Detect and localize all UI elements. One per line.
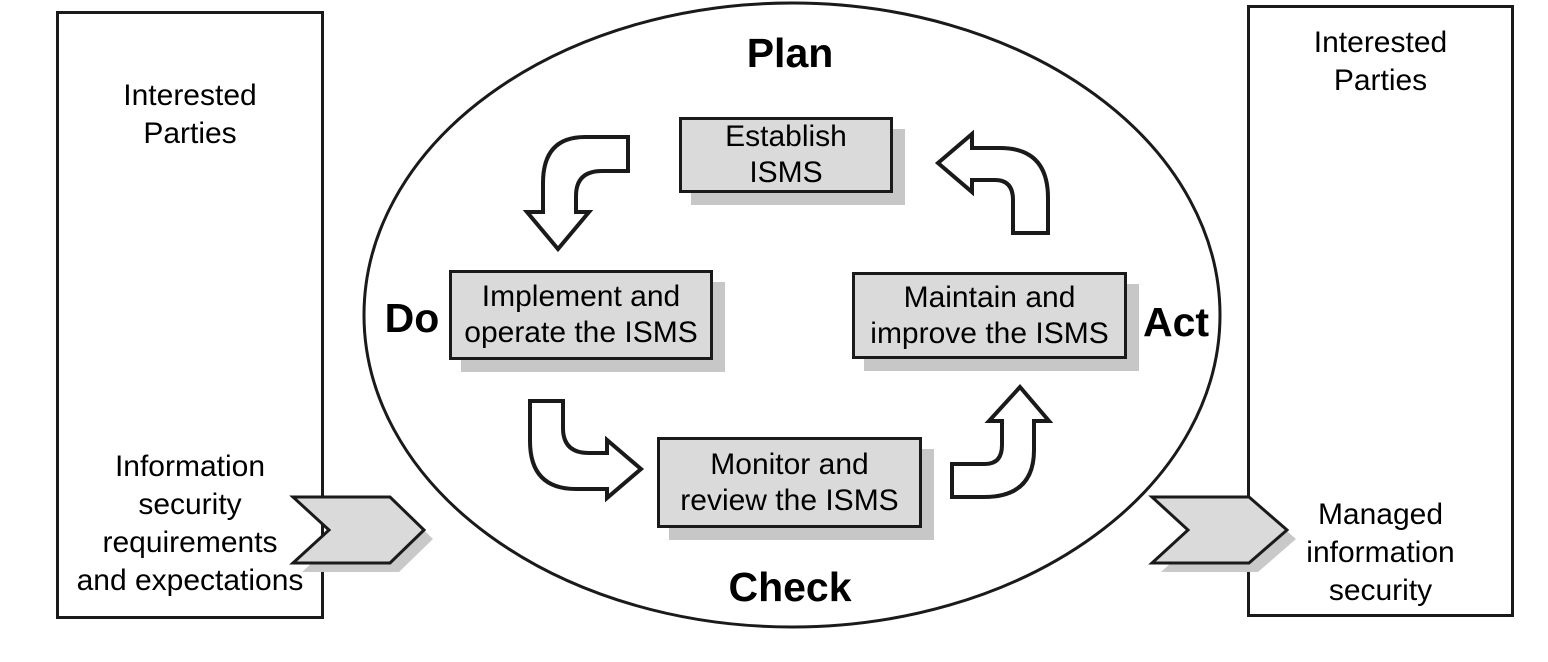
arrow-do-to-check-icon xyxy=(528,399,645,503)
arrow-act-to-plan-icon xyxy=(934,129,1050,235)
node-maintain-improve-isms: Maintain and improve the ISMS xyxy=(852,272,1127,359)
interested-parties-right-panel: Interested Parties Managed information s… xyxy=(1247,5,1514,617)
arrow-plan-to-do-icon xyxy=(522,135,630,253)
right-panel-title: Interested Parties xyxy=(1313,26,1448,97)
node-implement-operate-isms: Implement and operate the ISMS xyxy=(449,270,713,360)
left-panel-title: Interested Parties xyxy=(123,79,257,150)
stage-label-act: Act xyxy=(1142,299,1210,345)
right-panel-caption: Managed information security xyxy=(1306,498,1455,607)
node-establish-isms: Establish ISMS xyxy=(679,117,893,193)
stage-label-do: Do xyxy=(384,295,440,341)
stage-label-check: Check xyxy=(728,564,852,610)
left-panel-caption: Information security requirements and ex… xyxy=(76,450,304,597)
interested-parties-left-panel: Interested Parties Information security … xyxy=(56,11,324,619)
arrow-check-to-act-icon xyxy=(950,383,1054,499)
input-chevron-arrow-icon xyxy=(289,495,427,565)
stage-label-plan: Plan xyxy=(746,30,834,76)
node-monitor-review-isms: Monitor and review the ISMS xyxy=(657,437,922,528)
output-chevron-arrow-icon xyxy=(1148,495,1290,565)
pdca-cycle-ellipse xyxy=(362,1,1222,629)
